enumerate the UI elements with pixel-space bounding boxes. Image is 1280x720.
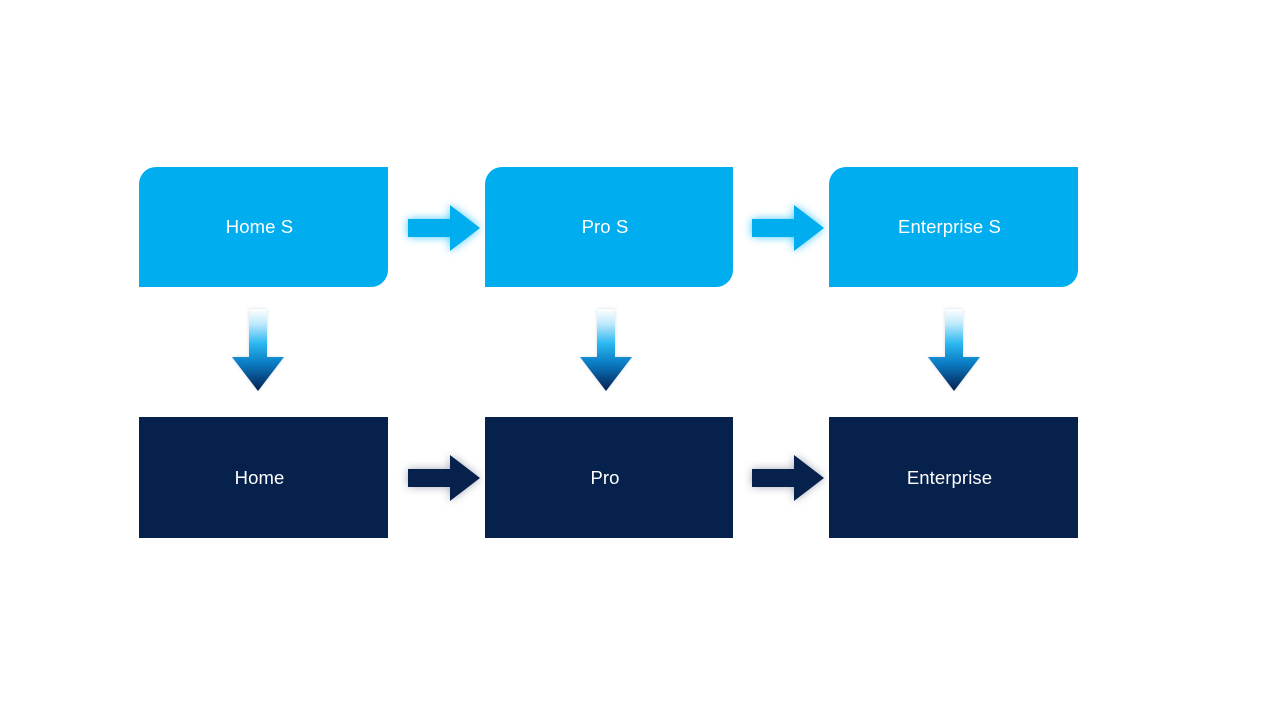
connector-home-s-to-pro-s[interactable]: [408, 205, 480, 251]
connector-home-to-pro[interactable]: [408, 455, 480, 501]
node-home-s[interactable]: Home S: [139, 167, 388, 287]
node-pro-label: Pro: [590, 466, 620, 488]
connector-pro-s-to-enterprise-s[interactable]: [752, 205, 824, 251]
node-pro[interactable]: Pro: [485, 417, 733, 538]
arrow-down-icon: [580, 309, 632, 391]
node-pro-s-label: Pro S: [581, 216, 629, 238]
arrow-right-icon: [408, 205, 480, 251]
node-home[interactable]: Home: [139, 417, 388, 538]
node-home-s-label: Home S: [225, 216, 294, 238]
connector-pro-s-to-pro[interactable]: [580, 309, 632, 391]
arrow-down-icon: [232, 309, 284, 391]
node-enterprise-label: Enterprise: [906, 466, 993, 488]
node-home-label: Home: [234, 466, 285, 488]
arrow-right-icon: [752, 205, 824, 251]
node-enterprise[interactable]: Enterprise: [829, 417, 1078, 538]
arrow-right-icon: [752, 455, 824, 501]
node-enterprise-s-label: Enterprise S: [898, 216, 1001, 238]
arrow-right-icon: [408, 455, 480, 501]
connector-home-s-to-home[interactable]: [232, 309, 284, 391]
connector-pro-to-enterprise[interactable]: [752, 455, 824, 501]
node-enterprise-s[interactable]: Enterprise S: [829, 167, 1078, 287]
connector-enterprise-s-to-enterprise[interactable]: [928, 309, 980, 391]
arrow-down-icon: [928, 309, 980, 391]
node-pro-s[interactable]: Pro S: [485, 167, 733, 287]
